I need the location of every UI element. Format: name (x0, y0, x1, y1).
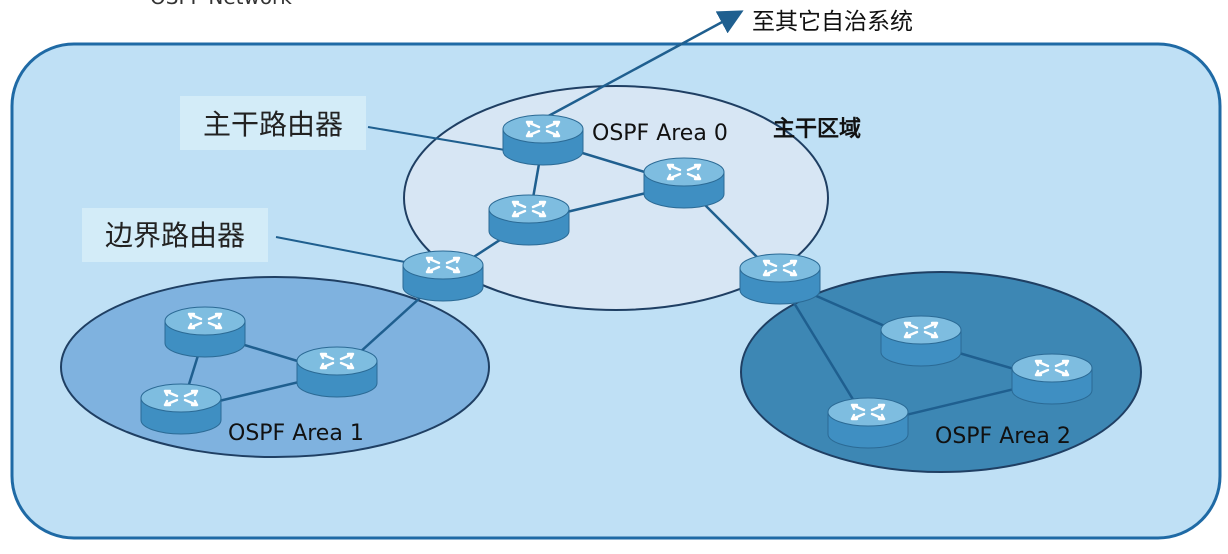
router-icon-r1c (296, 346, 378, 398)
router-icon-r0c (643, 157, 725, 209)
external-link-arrow (540, 10, 744, 122)
router-icon-rb1 (402, 250, 484, 302)
router-icon-r2c (1011, 353, 1093, 405)
router-icon-r0b (488, 194, 570, 246)
border-router-label: 边界路由器 (105, 219, 245, 252)
router-icon-r1a (164, 306, 246, 358)
backbone-area-label: 主干区域 (773, 116, 861, 142)
backbone-router-label: 主干路由器 (203, 108, 343, 141)
router-icon-r2b (827, 397, 909, 449)
border-router-callout-line (275, 236, 406, 263)
area2-label: OSPF Area 2 (935, 424, 1071, 449)
area0-label: OSPF Area 0 (592, 121, 728, 146)
routers-layer (140, 114, 1093, 449)
router-icon-rb2 (739, 253, 821, 305)
title-partial: OSPF Network (150, 0, 292, 9)
border-router-callout: 边界路由器 (82, 208, 268, 262)
router-icon-r2a (880, 315, 962, 367)
backbone-router-callout-line (367, 126, 506, 151)
to-other-as-label: 至其它自治系统 (752, 9, 913, 35)
backbone-router-callout: 主干路由器 (180, 96, 366, 150)
area1-label: OSPF Area 1 (228, 421, 364, 446)
router-icon-r1b (140, 383, 222, 435)
router-icon-r0a (502, 114, 584, 166)
